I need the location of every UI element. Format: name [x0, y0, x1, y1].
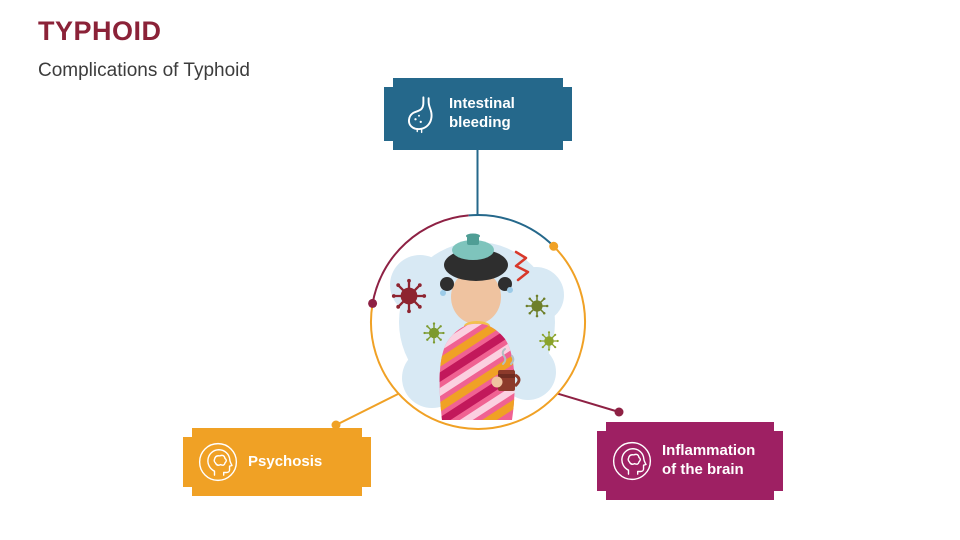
virus-icon [422, 321, 446, 345]
virus-icon [538, 330, 560, 352]
virus-icon [390, 277, 428, 315]
ice-pack [452, 233, 494, 260]
hot-drink-mug [491, 348, 521, 391]
hand [491, 376, 503, 388]
connector-left [335, 393, 399, 426]
circle-frame [331, 213, 624, 430]
virus-icon [524, 293, 550, 319]
sweat-drop [440, 290, 446, 296]
sweat-drop [507, 287, 513, 293]
circle-arc-orange [369, 245, 586, 430]
connector-dot [331, 420, 341, 430]
arc-end-dot [549, 241, 559, 251]
sick-person-illustration [390, 233, 564, 420]
badge-intestinal-bleeding: Intestinal bleeding [384, 78, 572, 150]
arc-end-dot [368, 298, 378, 308]
circle-arc-teal [468, 213, 555, 248]
face [451, 270, 501, 324]
badge-psychosis: Psychosis [183, 428, 371, 496]
badge-label: Psychosis [248, 452, 323, 470]
badge-label: Inflammation of the brain [662, 442, 756, 478]
connector-dot [614, 407, 624, 417]
stomach-icon [398, 93, 440, 135]
head-brain-icon [611, 440, 653, 482]
connector-right [557, 392, 620, 413]
fever-zigzag [514, 250, 530, 282]
badge-inflammation-of-the-brain: Inflammation of the brain [597, 422, 783, 500]
badge-label: Intestinal bleeding [449, 95, 515, 131]
hair-tuft [440, 277, 454, 291]
head-brain-icon [197, 441, 239, 483]
circle-arc-maroon [371, 214, 469, 304]
page-subtitle: Complications of Typhoid [38, 60, 250, 81]
page-title: TYPHOID [38, 16, 162, 46]
